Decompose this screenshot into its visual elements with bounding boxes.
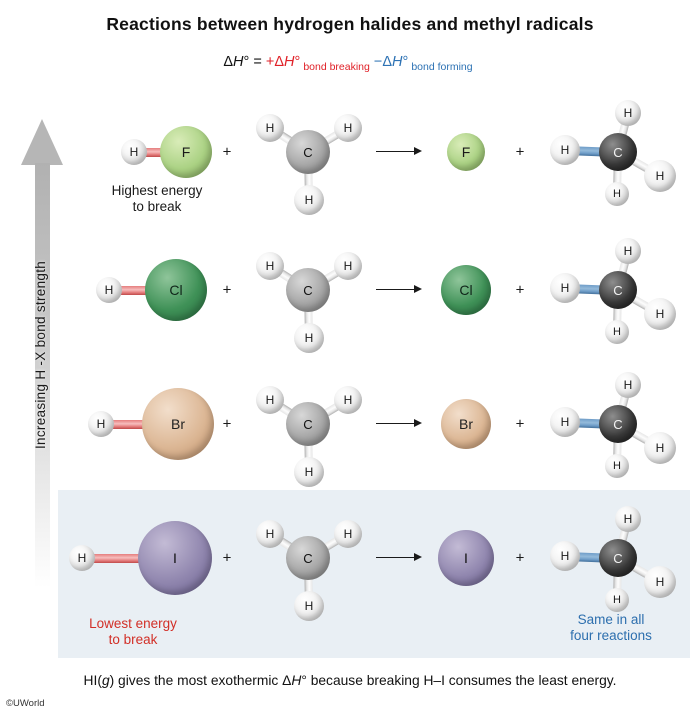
- gas-state-symbol: g: [101, 673, 110, 688]
- plus-sign: +: [222, 415, 232, 433]
- halogen-f-reactant-atom: F: [160, 126, 212, 178]
- h-atom: H: [334, 386, 362, 414]
- h-atom: H: [605, 320, 629, 344]
- h-atom: H: [644, 298, 676, 330]
- methane-carbon-atom: C: [599, 405, 637, 443]
- halogen-cl-product-atom: Cl: [441, 265, 491, 315]
- degree-symbol: °: [301, 673, 307, 688]
- h-atom: H: [615, 100, 641, 126]
- plus-sign: +: [222, 281, 232, 299]
- note-i: Lowest energy to break: [89, 616, 177, 647]
- halogen-br-product-atom: Br: [441, 399, 491, 449]
- bottom-caption: HI(g) gives the most exothermic ΔH° beca…: [0, 673, 700, 688]
- equation-bond-forming-term: −ΔH°bond forming: [373, 54, 477, 73]
- h-atom: H: [644, 160, 676, 192]
- h-atom: H: [550, 135, 580, 165]
- copyright-uworld: ©UWorld: [6, 698, 45, 709]
- h-x-bond: [109, 285, 176, 295]
- h-atom: H: [615, 238, 641, 264]
- h-atom: H: [605, 182, 629, 206]
- plus-sign: +: [515, 415, 525, 433]
- h-atom: H: [256, 114, 284, 142]
- h-atom: H: [644, 432, 676, 464]
- reaction-arrow-icon: [376, 284, 422, 293]
- enthalpy-symbol: H: [291, 673, 302, 688]
- methyl-carbon-atom: C: [286, 130, 330, 174]
- plus-sign: +: [515, 143, 525, 161]
- halogen-i-reactant-atom: I: [138, 521, 212, 595]
- h-atom: H: [294, 323, 324, 353]
- h-x-bond: [101, 419, 178, 429]
- h-atom: H: [644, 566, 676, 598]
- h-atom: H: [550, 407, 580, 437]
- h-atom: H: [294, 591, 324, 621]
- h-atom: H: [605, 588, 629, 612]
- delta-symbol: Δ: [274, 54, 285, 70]
- h-atom: H: [96, 277, 122, 303]
- h-atom: H: [615, 372, 641, 398]
- h-atom: H: [294, 185, 324, 215]
- methane-carbon-atom: C: [599, 133, 637, 171]
- h-atom: H: [256, 386, 284, 414]
- minus-sign: −: [373, 54, 383, 70]
- h-atom: H: [334, 520, 362, 548]
- reaction-arrow-icon: [376, 418, 422, 427]
- note-product-same-in-all: Same in all four reactions: [570, 612, 652, 643]
- methane-carbon-atom: C: [599, 539, 637, 577]
- reaction-arrow-icon: [376, 146, 422, 155]
- plus-sign: +: [515, 281, 525, 299]
- h-atom: H: [88, 411, 114, 437]
- bond-forming-subscript: bond forming: [411, 61, 473, 73]
- enthalpy-equation: ΔH° = +ΔH°bond breaking−ΔH°bond forming: [0, 54, 700, 73]
- bond-strength-arrow-head-icon: [21, 119, 63, 165]
- methyl-carbon-atom: C: [286, 268, 330, 312]
- reaction-arrow-icon: [376, 552, 422, 561]
- h-atom: H: [69, 545, 95, 571]
- h-atom: H: [550, 273, 580, 303]
- h-atom: H: [605, 454, 629, 478]
- h-atom: H: [256, 252, 284, 280]
- halogen-cl-reactant-atom: Cl: [145, 259, 207, 321]
- h-atom: H: [294, 457, 324, 487]
- bond-breaking-subscript: bond breaking: [303, 61, 370, 73]
- halogen-br-reactant-atom: Br: [142, 388, 214, 460]
- caption-text: because breaking H–I consumes the least …: [306, 673, 617, 688]
- h-atom: H: [121, 139, 147, 165]
- h-atom: H: [334, 114, 362, 142]
- equation-bond-breaking-term: +ΔH°bond breaking: [265, 54, 374, 73]
- h-atom: H: [615, 506, 641, 532]
- enthalpy-symbol: H: [392, 54, 403, 70]
- degree-symbol: °: [402, 54, 409, 70]
- plus-sign: +: [265, 54, 275, 70]
- enthalpy-symbol: H: [284, 54, 295, 70]
- h-atom: H: [550, 541, 580, 571]
- delta-symbol: Δ: [382, 54, 393, 70]
- bond-strength-arrow-shaft: [35, 163, 50, 610]
- caption-text: ) gives the most exothermic Δ: [109, 673, 292, 688]
- degree-equals: ° =: [243, 54, 266, 70]
- methane-carbon-atom: C: [599, 271, 637, 309]
- enthalpy-symbol: H: [233, 54, 244, 70]
- note-f: Highest energy to break: [111, 183, 203, 214]
- h-atom: H: [256, 520, 284, 548]
- h-x-bond: [82, 553, 175, 563]
- plus-sign: +: [515, 549, 525, 567]
- halogen-f-product-atom: F: [447, 133, 485, 171]
- delta-symbol: Δ: [223, 54, 234, 70]
- methyl-carbon-atom: C: [286, 536, 330, 580]
- caption-text: HI(: [83, 673, 102, 688]
- plus-sign: +: [222, 549, 232, 567]
- equation-lhs: ΔH° =: [223, 54, 266, 70]
- h-atom: H: [334, 252, 362, 280]
- figure-title: Reactions between hydrogen halides and m…: [106, 14, 594, 34]
- halogen-i-product-atom: I: [438, 530, 494, 586]
- plus-sign: +: [222, 143, 232, 161]
- degree-symbol: °: [294, 54, 301, 70]
- methyl-carbon-atom: C: [286, 402, 330, 446]
